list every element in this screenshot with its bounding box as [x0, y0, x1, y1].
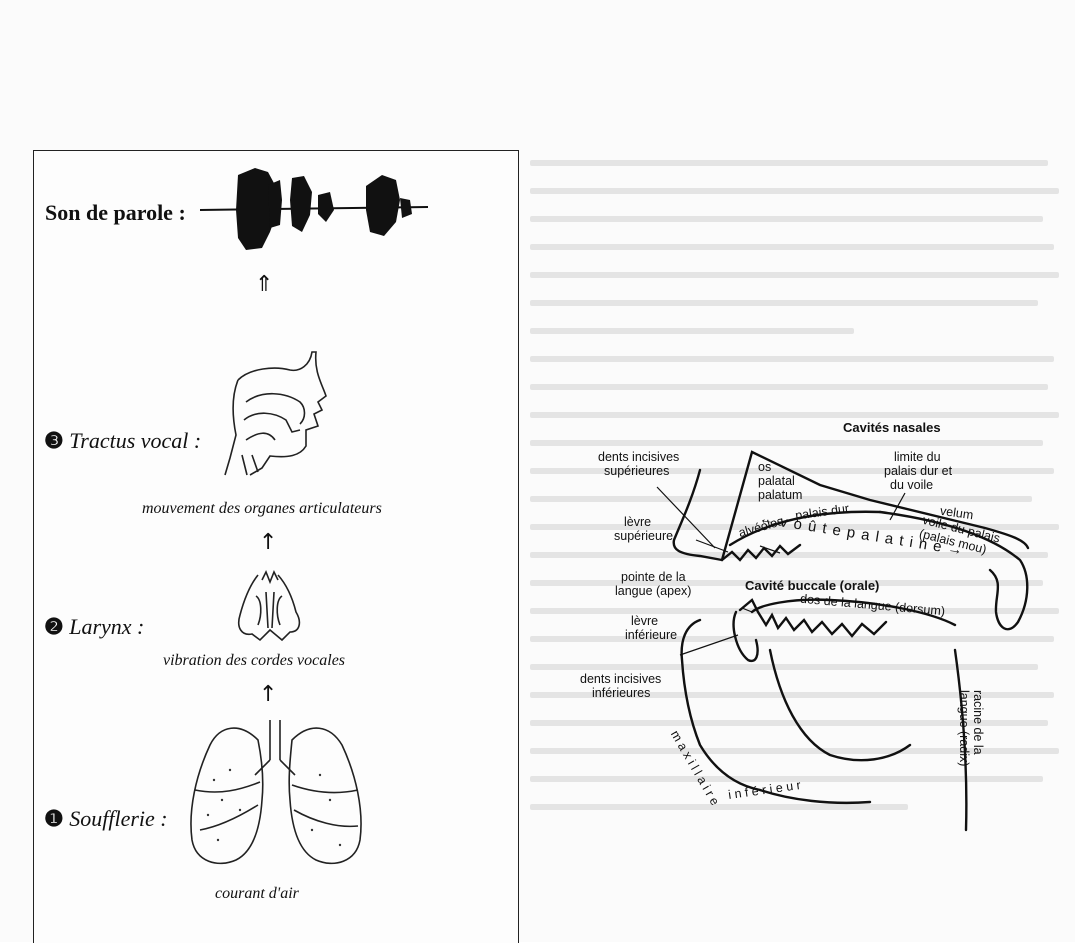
palatal-bone-line1: os [758, 460, 802, 474]
tongue-root-line2: langue (radix) [957, 690, 971, 766]
hard-soft-limit-line3: du voile [884, 478, 952, 492]
nasal-cavities-label: Cavités nasales [843, 420, 941, 435]
upper-incisors-line2: supérieures [598, 464, 679, 478]
tongue-root-label: racine de la langue (radix) [957, 690, 985, 766]
tongue-tip-label: pointe de la langue (apex) [615, 570, 691, 598]
lower-incisors-label: dents incisives inférieures [580, 672, 661, 700]
upper-lip-line2: supérieure [614, 529, 673, 543]
upper-lip-line1: lèvre [614, 515, 673, 529]
oral-cavity-label: Cavité buccale (orale) [745, 578, 879, 593]
lower-lip-line1: lèvre [625, 614, 677, 628]
hard-soft-limit-line1: limite du [884, 450, 952, 464]
lower-lip-line2: inférieure [625, 628, 677, 642]
tongue-tip-line1: pointe de la [615, 570, 691, 584]
upper-incisors-label: dents incisives supérieures [598, 450, 679, 478]
hard-soft-limit-label: limite du palais dur et du voile [884, 450, 952, 492]
palatal-bone-line3: palatum [758, 488, 802, 502]
palatal-bone-label: os palatal palatum [758, 460, 802, 502]
tongue-tip-line2: langue (apex) [615, 584, 691, 598]
lower-incisors-line1: dents incisives [580, 672, 661, 686]
palatal-bone-line2: palatal [758, 474, 802, 488]
hard-soft-limit-line2: palais dur et [884, 464, 952, 478]
upper-incisors-line1: dents incisives [598, 450, 679, 464]
upper-lip-label: lèvre supérieure [614, 515, 673, 543]
lower-lip-label: lèvre inférieure [625, 614, 677, 642]
tongue-root-line1: racine de la [971, 690, 985, 766]
lower-incisors-line2: inférieures [580, 686, 661, 700]
